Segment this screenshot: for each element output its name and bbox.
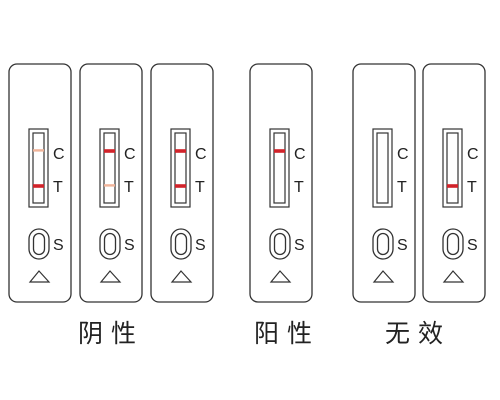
result-window-inner — [376, 132, 389, 204]
label-t: T — [53, 179, 63, 196]
label-t: T — [195, 179, 205, 196]
sample-well-inner — [103, 232, 117, 256]
label-s: S — [53, 237, 64, 254]
sample-well-inner — [174, 232, 188, 256]
test-cassette: CT S — [422, 63, 486, 303]
test-line — [33, 184, 44, 188]
test-line — [104, 184, 115, 187]
result-window-inner — [446, 132, 459, 204]
result-window-inner — [32, 132, 45, 204]
control-line — [104, 149, 115, 153]
caption-positive: 阳性 — [254, 319, 321, 348]
result-window-inner — [103, 132, 116, 204]
label-c: C — [467, 146, 479, 163]
test-cassette: CT S — [8, 63, 72, 303]
caption-negative: 阴性 — [78, 319, 145, 348]
label-t: T — [397, 179, 407, 196]
result-window-inner — [273, 132, 286, 204]
label-c: C — [397, 146, 409, 163]
label-t: T — [294, 179, 304, 196]
label-s: S — [124, 237, 135, 254]
sample-well-inner — [273, 232, 287, 256]
sample-well-inner — [32, 232, 46, 256]
label-t: T — [124, 179, 134, 196]
arrow-marker — [269, 270, 292, 283]
test-cassette: CT S — [352, 63, 416, 303]
control-line — [274, 149, 285, 153]
sample-well-inner — [446, 232, 460, 256]
label-c: C — [124, 146, 136, 163]
test-cassette: CT S — [79, 63, 143, 303]
arrow-marker — [28, 270, 51, 283]
label-s: S — [467, 237, 478, 254]
caption-invalid: 无效 — [385, 319, 452, 348]
label-c: C — [195, 146, 207, 163]
label-c: C — [53, 146, 65, 163]
label-s: S — [294, 237, 305, 254]
arrow-marker — [170, 270, 193, 283]
result-window-inner — [174, 132, 187, 204]
label-s: S — [397, 237, 408, 254]
test-line — [175, 184, 186, 188]
arrow-marker — [442, 270, 465, 283]
test-cassette: CT S — [150, 63, 214, 303]
label-s: S — [195, 237, 206, 254]
test-cassette: CT S — [249, 63, 313, 303]
label-c: C — [294, 146, 306, 163]
test-line — [447, 184, 458, 188]
label-t: T — [467, 179, 477, 196]
arrow-marker — [99, 270, 122, 283]
sample-well-inner — [376, 232, 390, 256]
control-line — [175, 149, 186, 153]
control-line — [33, 149, 44, 152]
arrow-marker — [372, 270, 395, 283]
